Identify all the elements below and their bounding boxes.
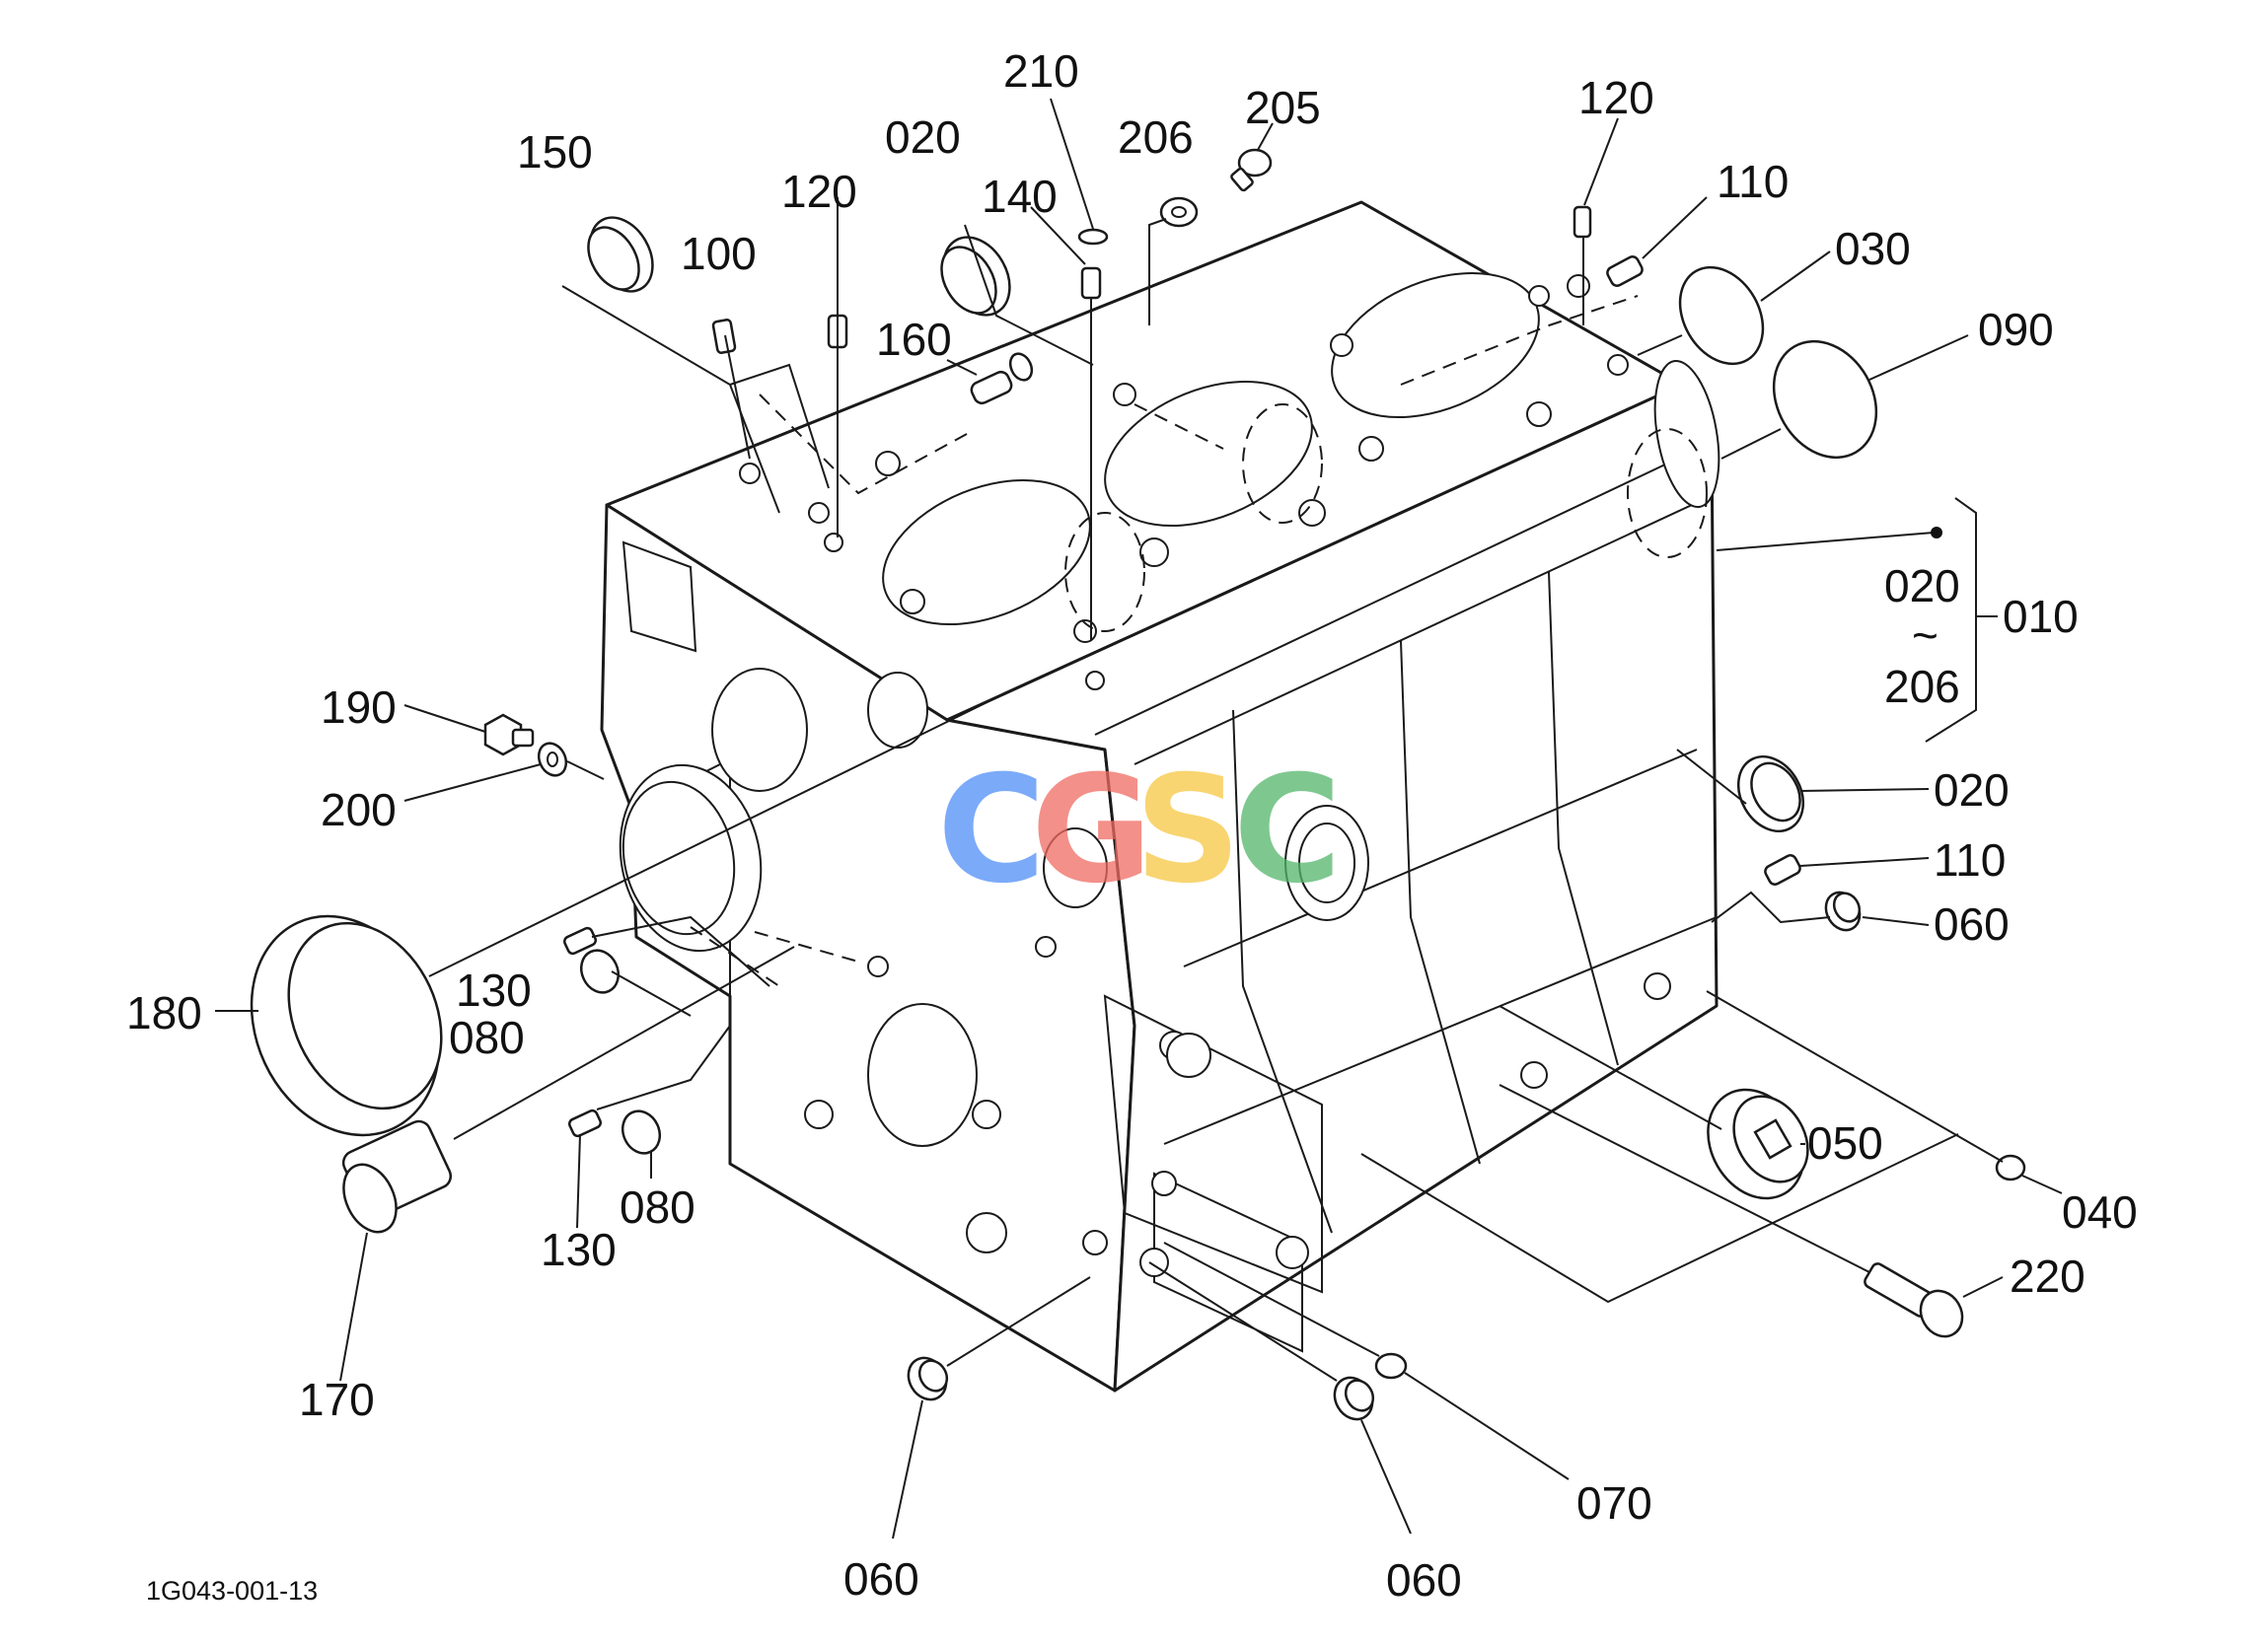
callout-040: 040 xyxy=(2062,1186,2138,1238)
parts xyxy=(250,148,2026,1421)
callout-020-top: 020 xyxy=(885,111,961,163)
callout-080-lower: 080 xyxy=(620,1181,695,1233)
part-130-lower-pin xyxy=(567,1109,603,1138)
callout-200: 200 xyxy=(321,784,397,835)
part-120-right-pin xyxy=(1573,205,1592,239)
callout-160: 160 xyxy=(876,314,952,365)
watermark-letter-1: C xyxy=(937,745,1046,916)
callout-206: 206 xyxy=(1118,111,1194,163)
part-220-bolt xyxy=(1864,1262,1964,1338)
part-070-set-screw xyxy=(1374,1352,1408,1380)
callout-010: 010 xyxy=(2003,591,2079,642)
part-190-drain-bolt xyxy=(483,713,535,756)
callout-020-range-start: 020 xyxy=(1884,560,1960,611)
part-110-right-pin xyxy=(1764,854,1801,886)
callout-020-right: 020 xyxy=(1934,764,2010,816)
callout-190: 190 xyxy=(321,681,397,733)
watermark-logo: C G S C xyxy=(937,745,1342,916)
part-060-right-plug xyxy=(1824,891,1862,932)
part-140-pin xyxy=(1080,266,1102,300)
part-210-o-ring xyxy=(1077,228,1109,246)
watermark-letter-3: S xyxy=(1134,745,1241,916)
callout-220: 220 xyxy=(2010,1251,2085,1302)
part-160-fitting xyxy=(970,352,1034,405)
callout-180: 180 xyxy=(126,987,202,1038)
callout-210: 210 xyxy=(1003,45,1079,97)
part-080-upper-plug xyxy=(579,949,621,994)
callout-100: 100 xyxy=(681,228,757,279)
part-050-threaded-plug xyxy=(1707,1088,1809,1200)
callout-060-right: 060 xyxy=(1934,898,2010,950)
watermark-letter-2: G xyxy=(1031,745,1152,916)
callout-170: 170 xyxy=(299,1374,375,1425)
part-150-plug xyxy=(587,216,654,293)
part-030-plug xyxy=(1678,265,1765,366)
watermark-letter-4: C xyxy=(1233,745,1342,916)
callout-060-bottom-left: 060 xyxy=(843,1553,919,1605)
leader-lines xyxy=(215,98,2063,1539)
callout-130-upper: 130 xyxy=(456,965,532,1016)
part-100-pin xyxy=(711,319,737,354)
callout-110-right: 110 xyxy=(1934,834,2006,886)
part-060-bottom-left-plug xyxy=(907,1356,949,1401)
callout-060-bottom-mid: 060 xyxy=(1386,1554,1462,1606)
callout-090: 090 xyxy=(1978,304,2054,355)
callout-110-top: 110 xyxy=(1717,156,1789,207)
part-040-set-screw xyxy=(1995,1154,2026,1181)
callout-050: 050 xyxy=(1807,1117,1883,1169)
callout-030: 030 xyxy=(1835,223,1911,274)
part-020-top-plug xyxy=(940,236,1011,317)
part-020-right-seal xyxy=(1736,755,1805,832)
callout-140: 140 xyxy=(982,171,1058,222)
callout-range-tilde: ~ xyxy=(1912,609,1939,661)
part-206-washer xyxy=(1159,196,1199,228)
callout-205: 205 xyxy=(1245,82,1321,133)
part-205-bolt xyxy=(1230,148,1273,192)
part-170-bushing xyxy=(341,1119,453,1234)
part-080-lower-plug xyxy=(621,1109,662,1155)
callout-206-range-end: 206 xyxy=(1884,661,1960,712)
part-200-washer xyxy=(537,742,568,777)
part-090-plug xyxy=(1772,339,1878,460)
callout-130-lower: 130 xyxy=(541,1224,617,1275)
callout-120-left: 120 xyxy=(781,166,857,217)
callout-120-right: 120 xyxy=(1578,72,1654,123)
cylinder-block-drawing xyxy=(600,200,1720,1393)
callout-070: 070 xyxy=(1576,1477,1652,1529)
part-130-upper-pin xyxy=(562,926,598,956)
part-060-bottom-mid-plug xyxy=(1333,1376,1375,1421)
part-180-oil-seal xyxy=(250,914,443,1137)
part-110-top-pin xyxy=(1606,255,1644,287)
callout-labels: 150 100 120 020 210 140 160 206 205 120 … xyxy=(126,45,2138,1606)
callout-150: 150 xyxy=(517,126,593,178)
drawing-code: 1G043-001-13 xyxy=(146,1576,318,1606)
callout-080-upper: 080 xyxy=(449,1012,525,1063)
